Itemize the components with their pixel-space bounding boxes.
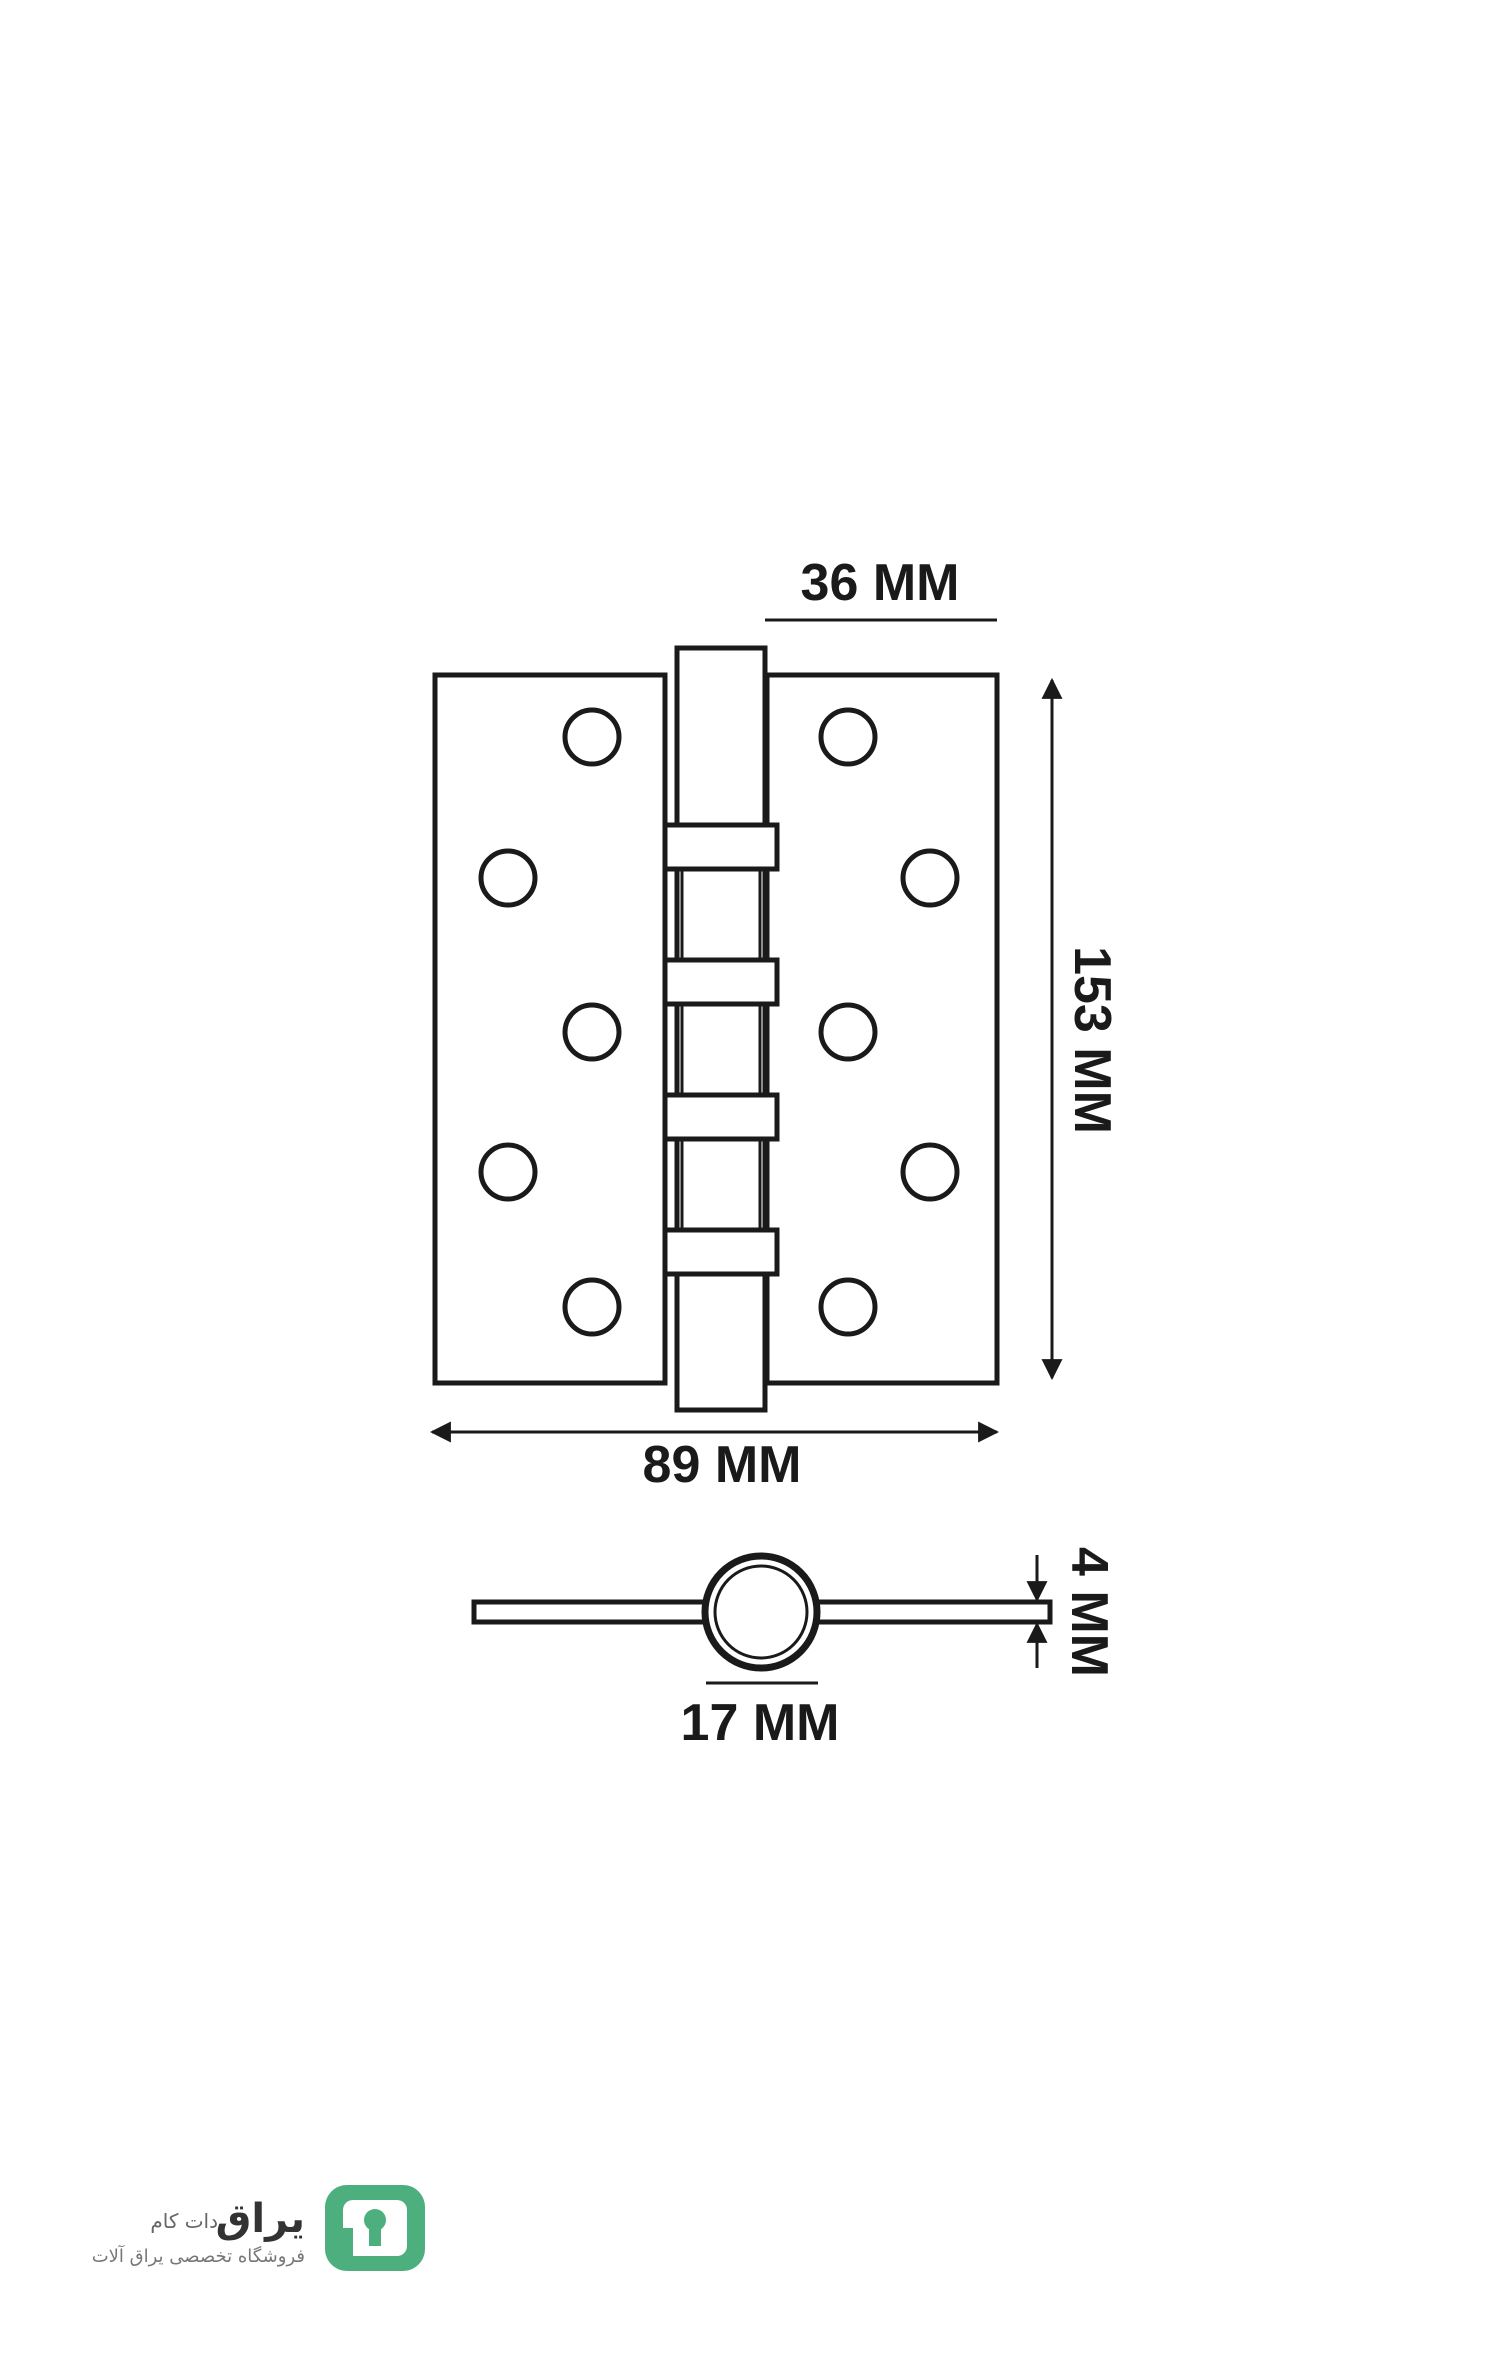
- screw-hole: [562, 707, 622, 767]
- screw-hole: [818, 1002, 878, 1062]
- hinge-front-view: [432, 645, 1000, 1413]
- section-leaf-right: [797, 1599, 1053, 1625]
- logo-brand: یراق: [216, 2196, 305, 2242]
- barrel-inner: [713, 1564, 809, 1660]
- screw-hole: [818, 707, 878, 767]
- screw-hole: [478, 848, 538, 908]
- knuckle-band-3: [662, 1092, 780, 1142]
- keyhole-logo-icon: [325, 2185, 425, 2271]
- screw-hole: [562, 1002, 622, 1062]
- brand-logo: یراق دات کام فروشگاه تخصصی یراق آلات: [92, 2185, 425, 2271]
- screw-hole: [562, 1277, 622, 1337]
- logo-suffix: دات کام: [150, 2209, 218, 2233]
- screw-hole: [478, 1142, 538, 1202]
- thickness-label: 4 MM: [1060, 1547, 1118, 1677]
- logo-tagline: فروشگاه تخصصی یراق آلات: [92, 2244, 305, 2267]
- knuckle-band-2: [662, 957, 780, 1007]
- knuckle-width-label: 36 MM: [801, 554, 960, 612]
- right-leaf: [764, 672, 1000, 1386]
- dimension-lines: [429, 618, 1063, 1443]
- knuckle: [674, 645, 768, 1413]
- section-leaf-left: [471, 1599, 717, 1625]
- barrel-diameter-label: 17 MM: [681, 1694, 840, 1752]
- hinge-section-view: [471, 1552, 1053, 1672]
- screw-hole: [900, 848, 960, 908]
- left-leaf: [432, 672, 668, 1386]
- height-label: 153 MM: [1063, 946, 1121, 1134]
- width-label: 89 MM: [643, 1436, 802, 1494]
- knuckle-band-1: [662, 822, 780, 872]
- section-dimension-lines: [706, 1555, 1048, 1685]
- screw-hole: [818, 1277, 878, 1337]
- screw-hole: [900, 1142, 960, 1202]
- knuckle-band-4: [662, 1227, 780, 1277]
